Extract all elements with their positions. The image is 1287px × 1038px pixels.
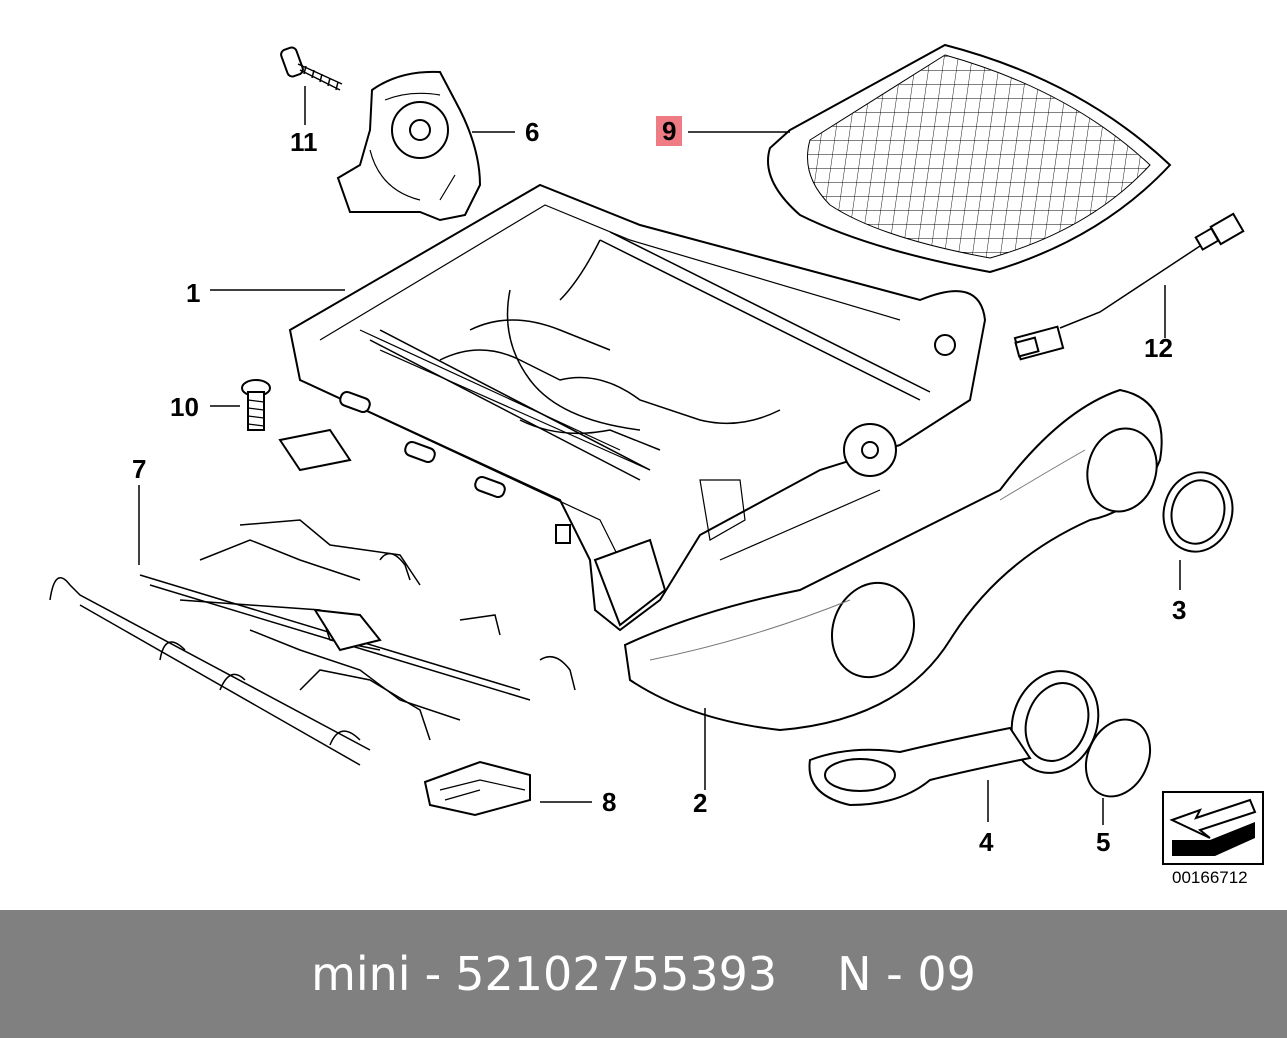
footer-caption: mini - 52102755393 N - 09 (0, 910, 1287, 1038)
handle-part-4 (808, 670, 1100, 822)
callout-12: 12 (1144, 333, 1173, 363)
footer-part-number: 52102755393 (455, 947, 778, 1001)
connector-part-8 (423, 760, 592, 817)
callout-10: 10 (170, 392, 199, 422)
callout-6: 6 (525, 117, 540, 147)
callout-1: 1 (186, 278, 201, 308)
bolt-part-11 (280, 46, 343, 125)
callout-3: 3 (1172, 595, 1187, 625)
side-trim-part-2 (623, 388, 1163, 790)
callout-4: 4 (979, 827, 994, 857)
parts-diagram (49, 43, 1264, 865)
footer-brand: mini (311, 947, 411, 1001)
cap-part-5 (1084, 718, 1152, 825)
heating-mat-part-9 (688, 43, 1172, 274)
footer-page-code: N - 09 (837, 947, 976, 1001)
ring-part-3 (1162, 471, 1234, 590)
callout-9-highlighted: 9 (656, 116, 683, 146)
spring-mat-part-7 (49, 485, 576, 766)
callout-2: 2 (693, 788, 708, 818)
diagram-id: 00166712 (1172, 868, 1248, 887)
callout-7: 7 (132, 454, 147, 484)
screw-part-10 (210, 379, 271, 431)
callout-8: 8 (602, 787, 617, 817)
cable-part-12 (1013, 212, 1245, 361)
direction-arrow-icon (1162, 791, 1264, 865)
cover-part-6 (336, 70, 515, 222)
seat-frame-part-1 (210, 183, 987, 632)
footer-separator: - (424, 947, 442, 1001)
callout-5: 5 (1096, 827, 1111, 857)
callout-11: 11 (290, 127, 318, 157)
